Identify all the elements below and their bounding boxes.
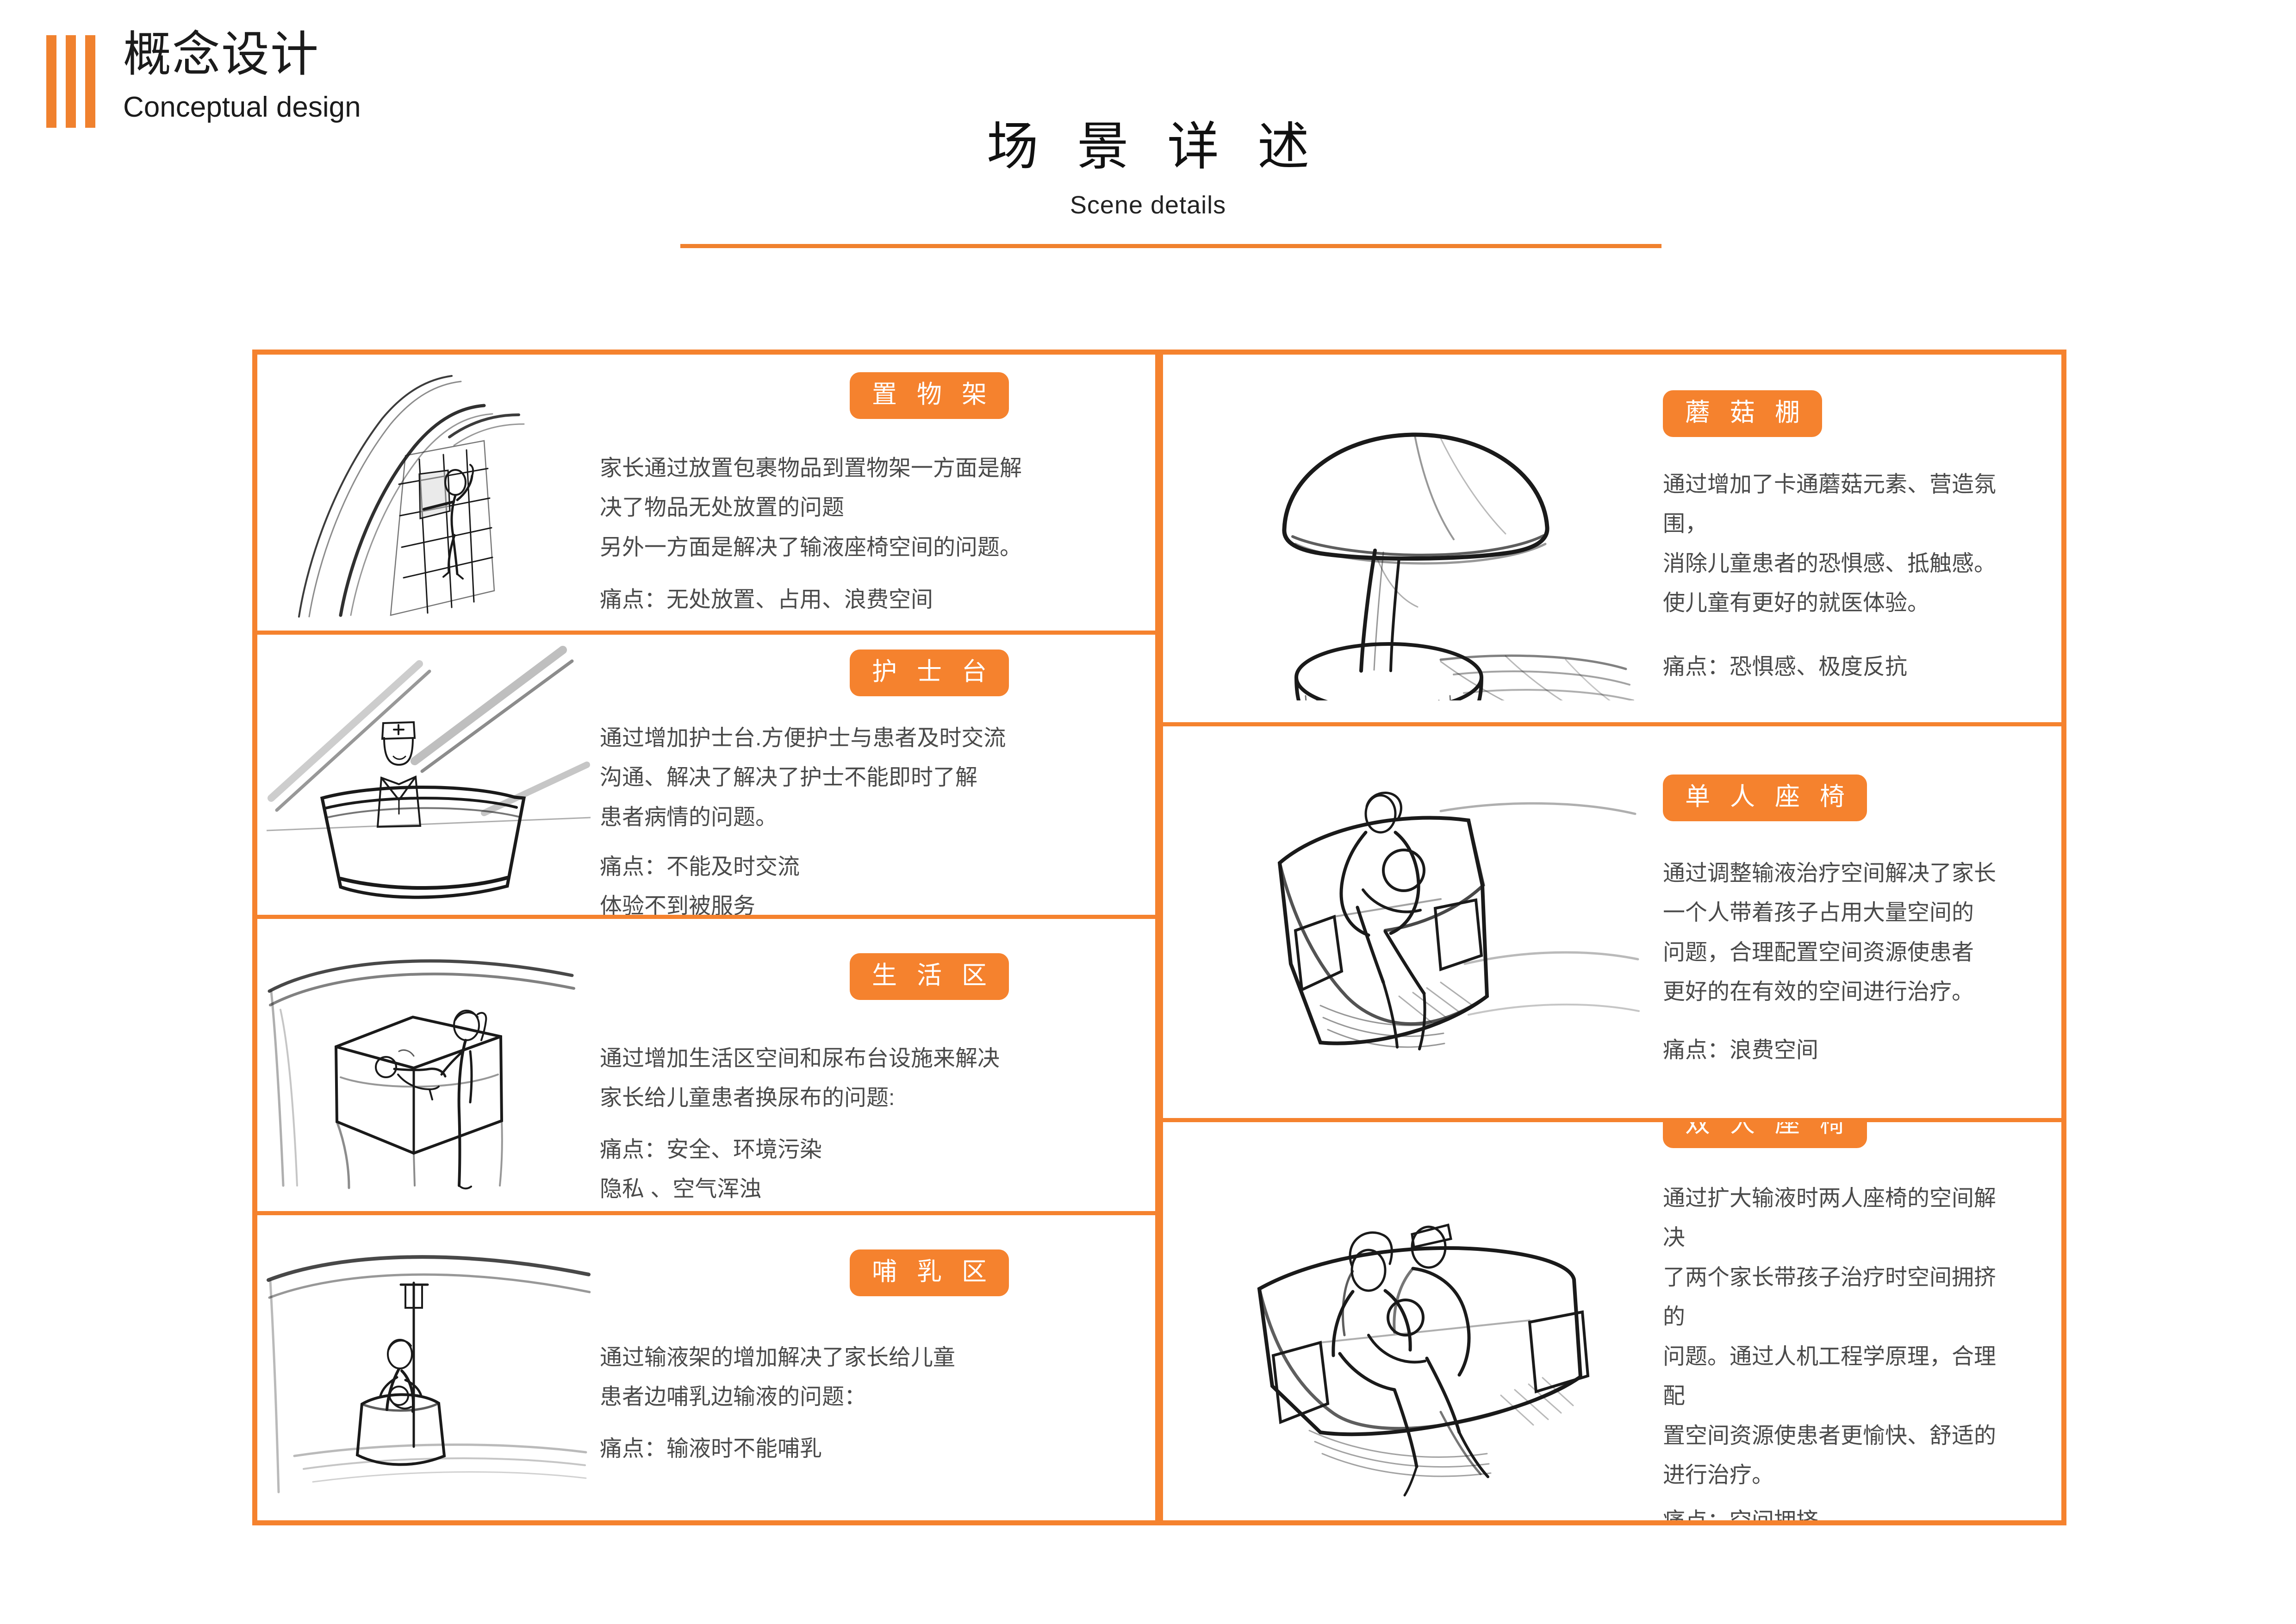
- card-description: 通过扩大输液时两人座椅的空间解决 了两个家长带孩子治疗时空间拥挤的 问题。通过人…: [1663, 1186, 1997, 1487]
- card-badge: 哺 乳 区: [850, 1249, 1009, 1296]
- card-description: 家长通过放置包裹物品到置物架一方面是解 决了物品无处放置的问题 另外一方面是解决…: [600, 456, 1022, 560]
- card-description: 通过增加护士台.方便护士与患者及时交流 沟通、解决了解决了护士不能即时了解 患者…: [600, 725, 1006, 830]
- card-body: 护 士 台 通过增加护士台.方便护士与患者及时交流 沟通、解决了解决了护士不能即…: [600, 635, 1155, 915]
- card-body: 哺 乳 区 通过输液架的增加解决了家长给儿童 患者边哺乳边输液的问题： 痛点：输…: [600, 1215, 1155, 1520]
- single-seat-sketch: [1163, 746, 1663, 1098]
- card-body: 生 活 区 通过增加生活区空间和尿布台设施来解决 家长给儿童患者换尿布的问题: …: [600, 919, 1155, 1211]
- left-column: 置 物 架 家长通过放置包裹物品到置物架一方面是解 决了物品无处放置的问题 另外…: [257, 355, 1155, 1520]
- card-badge: 置 物 架: [850, 372, 1009, 419]
- card-body: 蘑 菇 棚 通过增加了卡通蘑菇元素、营造氛围， 消除儿童患者的恐惧感、抵触感。 …: [1663, 390, 2061, 687]
- card-nurse-station[interactable]: 护 士 台 通过增加护士台.方便护士与患者及时交流 沟通、解决了解决了护士不能即…: [257, 631, 1155, 915]
- card-badge: 护 士 台: [850, 650, 1009, 696]
- card-badge: 蘑 菇 棚: [1663, 390, 1823, 437]
- card-body: 置 物 架 家长通过放置包裹物品到置物架一方面是解 决了物品无处放置的问题 另外…: [600, 355, 1155, 631]
- card-badge: 单 人 座 椅: [1663, 775, 1867, 821]
- column-divider: [1155, 355, 1163, 1520]
- card-description: 通过增加生活区空间和尿布台设施来解决 家长给儿童患者换尿布的问题:: [600, 1046, 1000, 1111]
- page-title-en: Scene details: [1070, 191, 1226, 219]
- nursing-area-sketch: [257, 1215, 600, 1520]
- card-badge: 生 活 区: [850, 953, 1009, 1000]
- storage-rack-sketch: [257, 355, 600, 631]
- card-single-seat[interactable]: 单 人 座 椅 通过调整输液治疗空间解决了家长 一个人带着孩子占用大量空间的 问…: [1163, 722, 2061, 1118]
- card-painpoint: 痛点：输液时不能哺乳: [600, 1436, 822, 1461]
- card-body: 双 人 座 椅 通过扩大输液时两人座椅的空间解决 了两个家长带孩子治疗时空间拥挤…: [1663, 1122, 2061, 1520]
- card-description: 通过输液架的增加解决了家长给儿童 患者边哺乳边输液的问题：: [600, 1345, 956, 1410]
- card-painpoint: 痛点：浪费空间: [1663, 1037, 1819, 1062]
- brand-block: 概念设计 Conceptual design: [46, 28, 361, 128]
- page-title-cn: 场 景 详 述: [986, 118, 1322, 175]
- card-body: 单 人 座 椅 通过调整输液治疗空间解决了家长 一个人带着孩子占用大量空间的 问…: [1663, 775, 2061, 1070]
- card-double-seat[interactable]: 双 人 座 椅 通过扩大输液时两人座椅的空间解决 了两个家长带孩子治疗时空间拥挤…: [1163, 1118, 2061, 1520]
- brand-bars-icon: [46, 35, 95, 128]
- card-painpoint: 痛点：无处放置、占用、浪费空间: [600, 587, 933, 612]
- card-badge: 双 人 座 椅: [1663, 1122, 1867, 1148]
- card-description: 通过调整输液治疗空间解决了家长 一个人带着孩子占用大量空间的 问题，合理配置空间…: [1663, 861, 1997, 1005]
- card-nursing-area[interactable]: 哺 乳 区 通过输液架的增加解决了家长给儿童 患者边哺乳边输液的问题： 痛点：输…: [257, 1211, 1155, 1520]
- card-painpoint: 痛点：安全、环境污染 隐私 、空气浑浊: [600, 1137, 822, 1201]
- card-painpoint: 痛点：恐惧感、极度反抗: [1663, 654, 1908, 679]
- brand-text: 概念设计 Conceptual design: [123, 28, 361, 127]
- title-underline-rule: [680, 244, 1661, 248]
- scene-detail-frame: 置 物 架 家长通过放置包裹物品到置物架一方面是解 决了物品无处放置的问题 另外…: [252, 350, 2066, 1525]
- card-living-area[interactable]: 生 活 区 通过增加生活区空间和尿布台设施来解决 家长给儿童患者换尿布的问题: …: [257, 915, 1155, 1211]
- double-seat-sketch: [1163, 1136, 1663, 1506]
- brand-title-cn: 概念设计: [123, 28, 320, 81]
- card-mushroom-canopy[interactable]: 蘑 菇 棚 通过增加了卡通蘑菇元素、营造氛围， 消除儿童患者的恐惧感、抵触感。 …: [1163, 355, 2061, 722]
- page-title: 场 景 详 述 Scene details: [0, 118, 2296, 219]
- card-painpoint: 痛点：不能及时交流 体验不到被服务: [600, 855, 800, 915]
- brand-title-en: Conceptual design: [123, 91, 361, 124]
- card-storage-rack[interactable]: 置 物 架 家长通过放置包裹物品到置物架一方面是解 决了物品无处放置的问题 另外…: [257, 355, 1155, 631]
- mushroom-canopy-sketch: [1163, 376, 1663, 700]
- living-area-sketch: [257, 919, 600, 1211]
- card-painpoint: 痛点：空间拥挤: [1663, 1501, 2006, 1520]
- nurse-station-sketch: [257, 635, 600, 915]
- right-column: 蘑 菇 棚 通过增加了卡通蘑菇元素、营造氛围， 消除儿童患者的恐惧感、抵触感。 …: [1163, 355, 2061, 1520]
- card-description: 通过增加了卡通蘑菇元素、营造氛围， 消除儿童患者的恐惧感、抵触感。 使儿童有更好…: [1663, 472, 1997, 616]
